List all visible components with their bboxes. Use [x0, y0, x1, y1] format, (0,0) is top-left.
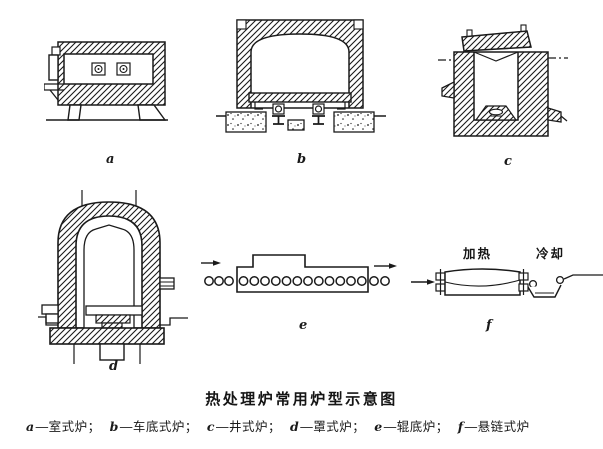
diagram-d-bell-furnace: [38, 190, 188, 364]
annotation-cooling: 冷却: [536, 247, 566, 261]
caption-letter-a: a: [26, 419, 35, 434]
panel-label-d: d: [109, 359, 119, 374]
diagram-c-pit-furnace: [438, 24, 568, 137]
caption-text-e: —辊底炉；: [383, 420, 449, 434]
caption-letter-d: d: [290, 419, 300, 434]
caption-letter-b: b: [109, 419, 119, 434]
caption-text-f: —悬链式炉: [464, 420, 530, 434]
figure-caption: a—室式炉； b—车底式炉； c—井式炉； d—罩式炉； e—辊底炉； f—悬链式炉: [26, 416, 586, 435]
panel-label-b: b: [297, 152, 307, 167]
diagram-b-bogie-hearth-furnace: [216, 19, 386, 133]
annotation-heating: 加热: [463, 247, 493, 261]
diagram-a-chamber-furnace: [44, 41, 168, 121]
diagram-e-roller-hearth-furnace: [201, 254, 397, 293]
panel-label-e: e: [299, 318, 308, 333]
panel-label-c: c: [504, 154, 512, 169]
caption-letter-f: f: [457, 419, 464, 434]
panel-label-a: a: [106, 152, 115, 167]
panel-label-f: f: [486, 318, 492, 333]
caption-text-a: —室式炉；: [35, 420, 101, 434]
caption-text-c: —井式炉；: [216, 420, 282, 434]
caption-text-d: —罩式炉；: [300, 420, 366, 434]
caption-letter-c: c: [206, 419, 216, 434]
diagram-f-suspended-chain-furnace: [411, 268, 603, 298]
caption-letter-e: e: [374, 419, 383, 434]
figure-title: 热处理炉常用炉型示意图: [205, 391, 398, 408]
caption-text-b: —车底式炉；: [119, 420, 198, 434]
